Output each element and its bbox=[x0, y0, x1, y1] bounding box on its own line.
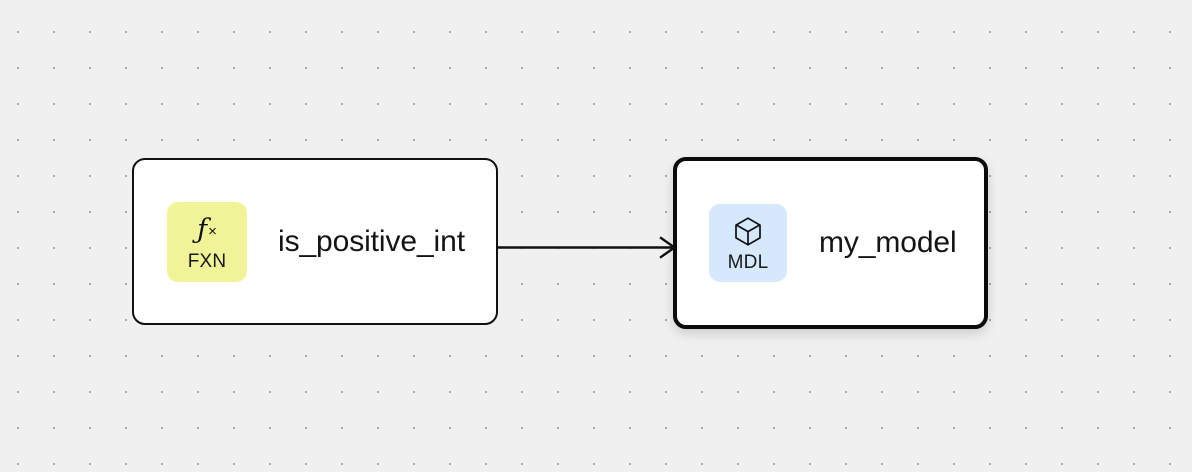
node-title: is_positive_int bbox=[278, 224, 465, 258]
node-title: my_model bbox=[819, 226, 957, 259]
node-type-label: FXN bbox=[187, 250, 227, 272]
cube-icon bbox=[733, 214, 763, 248]
node-type-badge-fxn: ƒ× FXN bbox=[167, 201, 247, 282]
node-is_positive_int[interactable]: ƒ× FXN is_positive_int bbox=[132, 158, 498, 325]
node-type-badge-mdl: MDL bbox=[709, 204, 787, 282]
node-type-label: MDL bbox=[727, 252, 769, 273]
fx-glyph: ƒ× bbox=[197, 214, 217, 245]
fx-times-glyph: × bbox=[208, 223, 217, 240]
node-my_model[interactable]: MDL my_model bbox=[673, 157, 988, 329]
function-fx-icon: ƒ× bbox=[197, 213, 217, 247]
edge-is_positive_int-to-my_model[interactable] bbox=[498, 236, 677, 259]
